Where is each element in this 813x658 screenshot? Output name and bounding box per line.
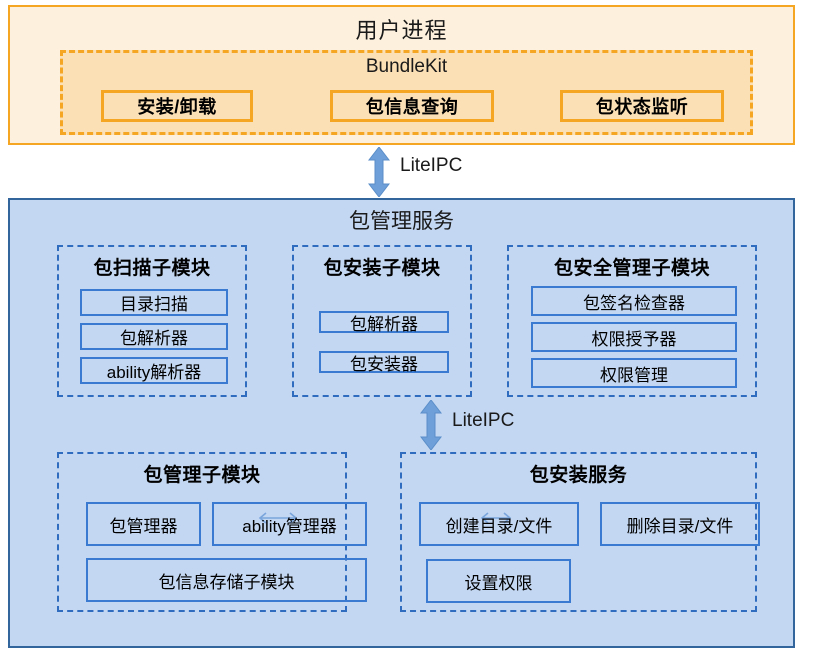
leaf-permission-granter[interactable]: 权限授予器 (531, 322, 737, 352)
submodule-package-scanner: 包扫描子模块 目录扫描 包解析器 ability解析器 (57, 245, 247, 397)
double-arrow-vertical-icon (420, 400, 442, 450)
submodule-package-install-service: 包安装服务 创建目录/文件 删除目录/文件 设置权限 (400, 452, 760, 612)
leaf-package-signature-checker[interactable]: 包签名检查器 (531, 286, 737, 316)
leaf-delete-directory-file[interactable]: 删除目录/文件 (600, 502, 760, 546)
liteipc-label-middle: LiteIPC (452, 410, 515, 431)
leaf-ability-parser[interactable]: ability解析器 (80, 357, 228, 384)
bundlekit-title: BundleKit (365, 56, 448, 77)
bundlekit-item-install-uninstall[interactable]: 安装/卸载 (101, 90, 253, 122)
leaf-package-parser[interactable]: 包解析器 (80, 323, 228, 350)
leaf-permission-management[interactable]: 权限管理 (531, 358, 737, 388)
package-management-service-title: 包管理服务 (349, 210, 454, 233)
bundlekit-item-package-info-query[interactable]: 包信息查询 (330, 90, 494, 122)
double-arrow-vertical-icon (368, 147, 390, 197)
leaf-create-directory-file[interactable]: 创建目录/文件 (419, 502, 579, 546)
connector-installer-security (480, 512, 512, 524)
leaf-package-info-storage-submodule[interactable]: 包信息存储子模块 (86, 558, 367, 602)
leaf-package-installer[interactable]: 包安装器 (319, 351, 449, 374)
submodule-package-install-service-title: 包安装服务 (529, 465, 628, 486)
leaf-ability-manager[interactable]: ability管理器 (212, 502, 367, 546)
user-process-title: 用户进程 (355, 18, 448, 43)
leaf-package-parser-installer[interactable]: 包解析器 (319, 311, 449, 334)
leaf-package-manager[interactable]: 包管理器 (86, 502, 201, 546)
submodule-package-installer-title: 包安装子模块 (323, 258, 441, 279)
submodule-package-installer: 包安装子模块 包解析器 包安装器 (292, 245, 472, 397)
connector-scanner-installer (258, 512, 298, 524)
leaf-set-permission[interactable]: 设置权限 (426, 559, 571, 603)
liteipc-label-top: LiteIPC (400, 155, 463, 176)
submodule-package-manager: 包管理子模块 包管理器 ability管理器 包信息存储子模块 (57, 452, 367, 612)
submodule-package-scanner-title: 包扫描子模块 (93, 258, 211, 279)
submodule-package-security-management-title: 包安全管理子模块 (553, 258, 710, 279)
bundlekit-container: BundleKit 安装/卸载 包信息查询 包状态监听 (60, 50, 753, 135)
package-management-service-layer: 包管理服务 包扫描子模块 目录扫描 包解析器 ability解析器 包安装子模块… (8, 198, 795, 648)
submodule-package-manager-title: 包管理子模块 (143, 465, 261, 486)
leaf-directory-scan[interactable]: 目录扫描 (80, 289, 228, 316)
bundlekit-item-package-status-listen[interactable]: 包状态监听 (560, 90, 724, 122)
user-process-layer: 用户进程 BundleKit 安装/卸载 包信息查询 包状态监听 (8, 5, 795, 145)
submodule-package-security-management: 包安全管理子模块 包签名检查器 权限授予器 权限管理 (507, 245, 757, 397)
